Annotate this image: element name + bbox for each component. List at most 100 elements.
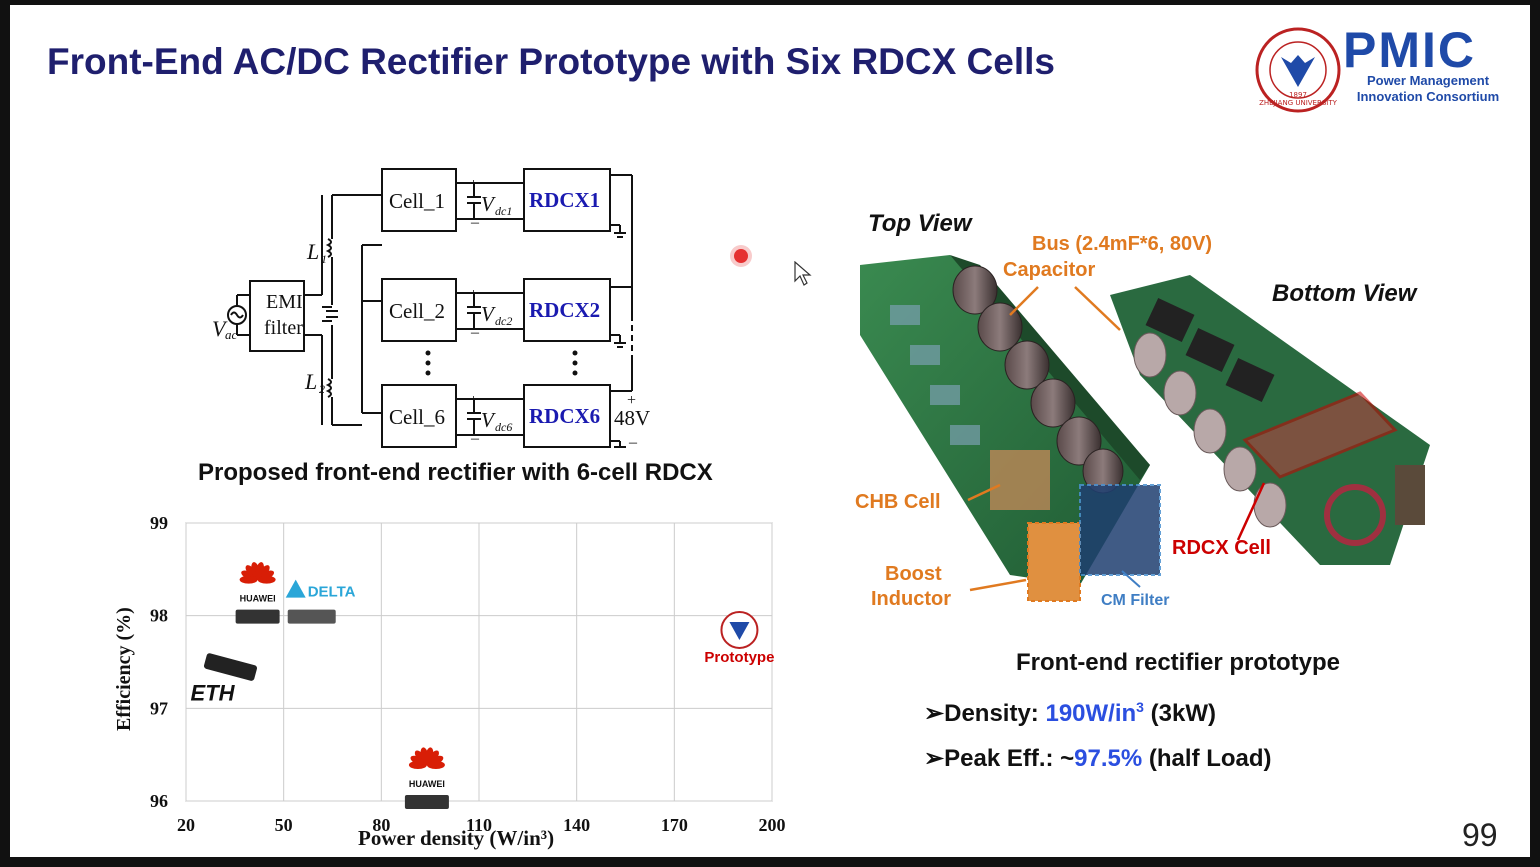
- pmic-line2: Innovation Consortium: [1356, 89, 1500, 104]
- top-view-board: [860, 255, 1150, 585]
- cell1-label: Cell_1: [389, 189, 445, 213]
- eff-label: ➢Peak Eff.: ~: [924, 745, 1075, 772]
- rdcx1-label: RDCX1: [529, 188, 600, 212]
- svg-text:–: –: [470, 324, 480, 341]
- eff-extra: (half Load): [1142, 745, 1272, 772]
- point-label: HUAWEI: [409, 779, 445, 789]
- chart-grid: [185, 522, 773, 802]
- boost-inductor-label-2: Inductor: [871, 588, 951, 610]
- vdc2-sub: dc2: [495, 314, 512, 328]
- chart-point: HUAWEI: [404, 747, 449, 809]
- product-marker: [287, 609, 336, 624]
- density-extra: (3kW): [1143, 700, 1216, 727]
- seal-year: 1897: [1289, 91, 1307, 99]
- circuit-diagram: V ac EMI filter L 1 L 2 Cell_1 Cell_2 Ce…: [212, 168, 650, 451]
- slide: Front-End AC/DC Rectifier Prototype with…: [10, 5, 1530, 857]
- x-tick-label: 80: [372, 815, 390, 835]
- l2-sub: 2: [319, 382, 325, 396]
- svg-text:–: –: [470, 430, 480, 447]
- bus-capacitor-label-1: Bus (2.4mF*6, 80V): [1032, 233, 1213, 255]
- pmic-logo: PMIC Power Management Innovation Consort…: [1343, 22, 1513, 105]
- x-tick-label: 140: [563, 815, 590, 835]
- x-tick-label: 20: [177, 815, 195, 835]
- svg-text:+: +: [469, 176, 478, 193]
- y-tick-label: 99: [150, 513, 168, 533]
- l2-label: L: [304, 369, 317, 394]
- density-spec: ➢Density: 190W/in3 (3kW): [924, 699, 1216, 728]
- boost-inductor-label-1: Boost: [885, 563, 942, 585]
- point-label: Prototype: [704, 649, 774, 666]
- chart-point: HUAWEI: [235, 562, 280, 624]
- vdc1-label: V: [481, 192, 496, 216]
- efficiency-chart: 20 50 80 110 140 170 200 99 98 97 96 HUAWEI DELTA ET…: [113, 513, 786, 850]
- chart-ylabel: Efficiency (%): [113, 607, 135, 731]
- chb-cell-highlight: [990, 450, 1050, 510]
- x-tick-label: 200: [759, 815, 786, 835]
- svg-text:–: –: [470, 214, 480, 231]
- svg-text:+: +: [469, 286, 478, 303]
- vdc6-label: V: [481, 408, 496, 432]
- density-label: ➢Density:: [924, 700, 1046, 727]
- output-voltage: 48V: [614, 406, 650, 430]
- chb-cell-label: CHB Cell: [855, 491, 941, 513]
- circuit-caption: Proposed front-end rectifier with 6-cell…: [198, 459, 713, 486]
- emi-line2: filter: [264, 317, 303, 339]
- l1-sub: 1: [321, 252, 327, 266]
- y-tick-label: 97: [150, 698, 168, 718]
- vac-sub: ac: [225, 327, 238, 342]
- chart-xlabel: Power density (W/in³): [358, 826, 554, 850]
- slide-title: Front-End AC/DC Rectifier Prototype with…: [47, 41, 1055, 82]
- svg-text:+: +: [469, 392, 478, 409]
- product-marker: [404, 795, 449, 809]
- x-tick-label: 50: [275, 815, 293, 835]
- bus-capacitor-label-2: Capacitor: [1003, 259, 1096, 281]
- point-label: HUAWEI: [240, 594, 276, 604]
- vac-label: V: [212, 316, 228, 341]
- svg-text:–: –: [628, 434, 638, 451]
- vdc2-label: V: [481, 302, 496, 326]
- huawei-petal: [257, 575, 276, 584]
- rdcx2-label: RDCX2: [529, 298, 600, 322]
- transformer-coil: [1324, 484, 1386, 546]
- y-tick-label: 96: [150, 791, 168, 811]
- boost-inductor-highlight: [1027, 522, 1081, 602]
- point-label: DELTA: [308, 584, 356, 601]
- pmic-word: PMIC: [1343, 22, 1476, 78]
- l1-label: L: [306, 239, 319, 264]
- cm-filter-highlight: [1079, 484, 1161, 576]
- svg-text:+: +: [627, 392, 636, 409]
- rdcx-cell-highlight: [1242, 391, 1398, 479]
- laser-pointer: [734, 249, 748, 263]
- product-marker: [203, 653, 257, 681]
- chart-point: ETH: [191, 653, 257, 706]
- cell6-label: Cell_6: [389, 405, 445, 429]
- emi-line1: EMI: [266, 291, 303, 313]
- cell2-label: Cell_2: [389, 299, 445, 323]
- delta-logo-mark: [285, 579, 306, 598]
- chart-ticks: 20 50 80 110 140 170 200 99 98 97 96: [150, 513, 786, 835]
- x-tick-label: 110: [466, 815, 492, 835]
- bottom-view-label: Bottom View: [1272, 280, 1417, 307]
- chart-point: Prototype: [704, 611, 774, 666]
- prototype-photo: [860, 255, 1430, 602]
- chart-points: HUAWEI DELTA ETH HUAWEI Prototype: [191, 562, 774, 809]
- prototype-seal-mark: [729, 622, 750, 640]
- page-number: 99: [1462, 817, 1498, 853]
- huawei-petal: [426, 761, 445, 769]
- density-value: 190W/in: [1045, 700, 1137, 727]
- photo-caption: Front-end rectifier prototype: [1016, 649, 1341, 676]
- chart-point: DELTA: [285, 579, 356, 624]
- density-sup: 3: [1136, 699, 1144, 715]
- cm-filter-label: CM Filter: [1101, 592, 1170, 609]
- seal-text: ZHEJIANG UNIVERSITY: [1259, 99, 1338, 107]
- zju-seal-logo: ZHEJIANG UNIVERSITY 1897: [1255, 27, 1341, 113]
- rdcx-cell-label: RDCX Cell: [1172, 537, 1271, 559]
- top-view-label: Top View: [868, 210, 972, 237]
- pmic-line1: Power Management: [1366, 73, 1490, 88]
- x-tick-label: 170: [661, 815, 688, 835]
- eff-value: 97.5%: [1074, 745, 1143, 772]
- rdcx6-label: RDCX6: [529, 404, 600, 428]
- y-tick-label: 98: [150, 606, 168, 626]
- vdc6-sub: dc6: [495, 420, 512, 434]
- point-label: ETH: [191, 681, 236, 706]
